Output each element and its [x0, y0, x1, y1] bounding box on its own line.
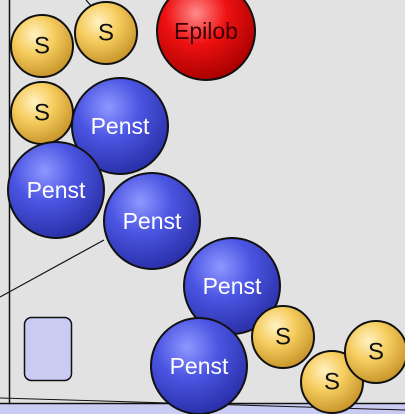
small-s-ball-circle[interactable] [10, 81, 74, 145]
small-s-ball-circle[interactable] [344, 320, 405, 384]
small-s-ball-circle[interactable] [10, 14, 74, 78]
small-s-ball-circle[interactable] [74, 1, 138, 65]
penst-ball[interactable]: Penst [7, 141, 105, 239]
epilob-ball[interactable]: Epilob [156, 0, 256, 81]
penst-ball[interactable]: Penst [103, 172, 201, 270]
small-s-ball[interactable]: S [10, 81, 74, 145]
epilob-ball-circle[interactable] [156, 0, 256, 81]
small-rounded-box[interactable] [23, 316, 73, 382]
connector-line-left [0, 239, 105, 298]
small-s-ball-circle[interactable] [251, 305, 315, 369]
small-s-ball[interactable]: S [10, 14, 74, 78]
small-s-ball[interactable]: S [251, 305, 315, 369]
small-s-ball[interactable]: S [344, 320, 405, 384]
penst-ball-circle[interactable] [7, 141, 105, 239]
small-s-ball[interactable]: S [74, 1, 138, 65]
penst-ball[interactable]: Penst [150, 317, 248, 414]
penst-ball-circle[interactable] [71, 77, 169, 175]
penst-ball-circle[interactable] [103, 172, 201, 270]
penst-ball-circle[interactable] [150, 317, 248, 414]
